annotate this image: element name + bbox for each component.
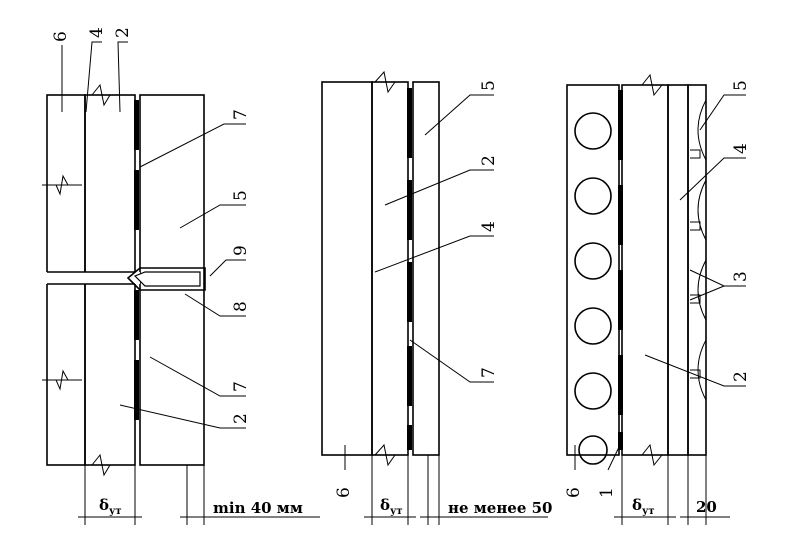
label-s1-2: 2 <box>113 27 133 38</box>
section-1-wall <box>42 83 320 525</box>
section-3-dims: δут 20 <box>632 496 717 517</box>
label-s3-0: 5 <box>731 80 751 91</box>
section-3-cladding <box>690 99 707 401</box>
label-s1-4: 5 <box>231 190 251 201</box>
label-s1-5: 9 <box>231 245 251 256</box>
dim-s1-delta: δут <box>99 496 122 517</box>
label-s1-3: 7 <box>231 109 251 120</box>
section-3-labels: 5 4 3 2 6 1 <box>564 80 751 498</box>
section-1-barrier <box>134 100 139 420</box>
label-s3-1: 4 <box>731 143 751 154</box>
label-s3-4: 6 <box>564 487 584 498</box>
label-s2-0: 5 <box>479 80 499 91</box>
label-s2-3: 7 <box>479 367 499 378</box>
section-3-barrier <box>618 90 623 450</box>
label-s2-1: 2 <box>479 155 499 166</box>
section-3-hollow-cores <box>574 112 612 465</box>
dim-s2-delta: δут <box>380 496 403 517</box>
dim-s3-delta: δут <box>632 496 655 517</box>
section-1-labels: 6 4 2 7 5 9 8 7 2 <box>51 27 251 424</box>
section-1-dims: δут min 40 мм <box>99 496 303 517</box>
label-s1-1: 4 <box>87 27 107 38</box>
section-2-barrier <box>407 88 412 450</box>
dim-s3-gap: 20 <box>696 498 717 516</box>
label-s3-3: 2 <box>731 371 751 382</box>
section-2-dims: δут не менее 50 <box>380 496 552 517</box>
label-s3-5: 1 <box>597 487 617 498</box>
label-s2-2: 4 <box>479 221 499 232</box>
dim-s1-min: min 40 мм <box>213 499 303 517</box>
label-s1-6: 8 <box>231 301 251 312</box>
section-3-wall <box>566 73 730 525</box>
label-s2-4: 6 <box>334 487 354 498</box>
label-s3-2: 3 <box>731 271 751 282</box>
label-s1-7: 7 <box>231 381 251 392</box>
section-2-labels: 5 2 4 7 6 <box>334 80 499 498</box>
dim-s2-min: не менее 50 <box>448 499 552 517</box>
label-s1-8: 2 <box>231 413 251 424</box>
label-s1-0: 6 <box>51 31 71 42</box>
section-2-wall <box>321 70 548 525</box>
